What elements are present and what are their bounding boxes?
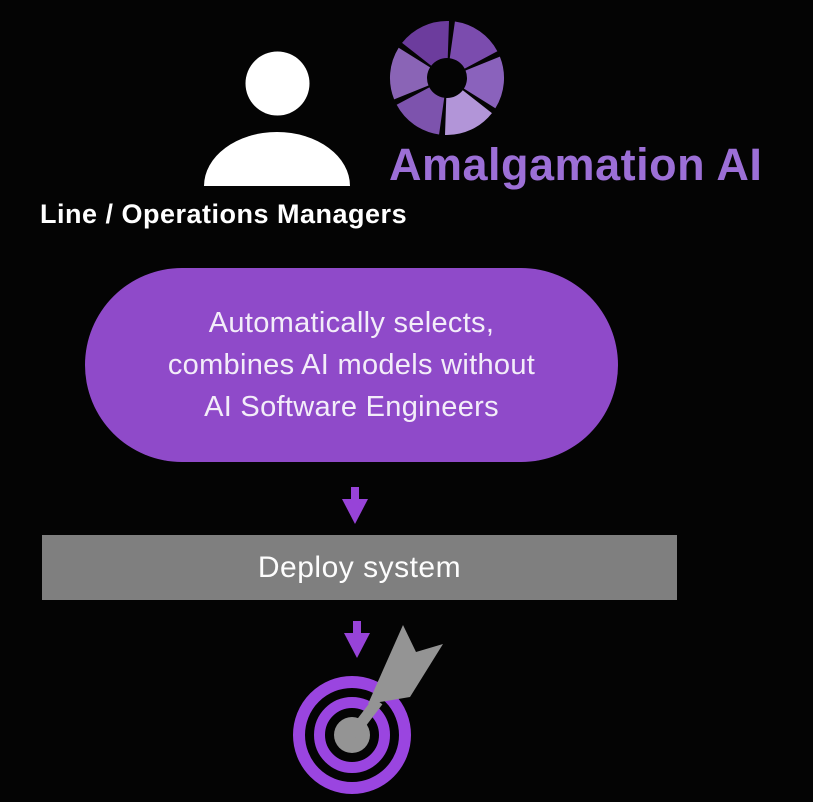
target-dart-icon xyxy=(293,625,443,794)
person-icon xyxy=(204,51,350,186)
deploy-step-label: Deploy system xyxy=(257,550,462,584)
deploy-step: Deploy system xyxy=(42,535,677,600)
pinwheel-logo-icon xyxy=(390,21,504,135)
brand-name: Amalgamation AI xyxy=(389,139,763,190)
persona-label: Line / Operations Managers xyxy=(40,199,408,229)
bubble-line-3: AI Software Engineers xyxy=(204,391,499,423)
capability-bubble: Automatically selects, combines AI model… xyxy=(85,268,618,462)
bubble-line-2: combines AI models without xyxy=(167,349,536,381)
down-arrow-icon xyxy=(342,487,368,524)
bubble-line-1: Automatically selects, xyxy=(208,307,495,339)
down-arrow-icon xyxy=(344,621,370,658)
